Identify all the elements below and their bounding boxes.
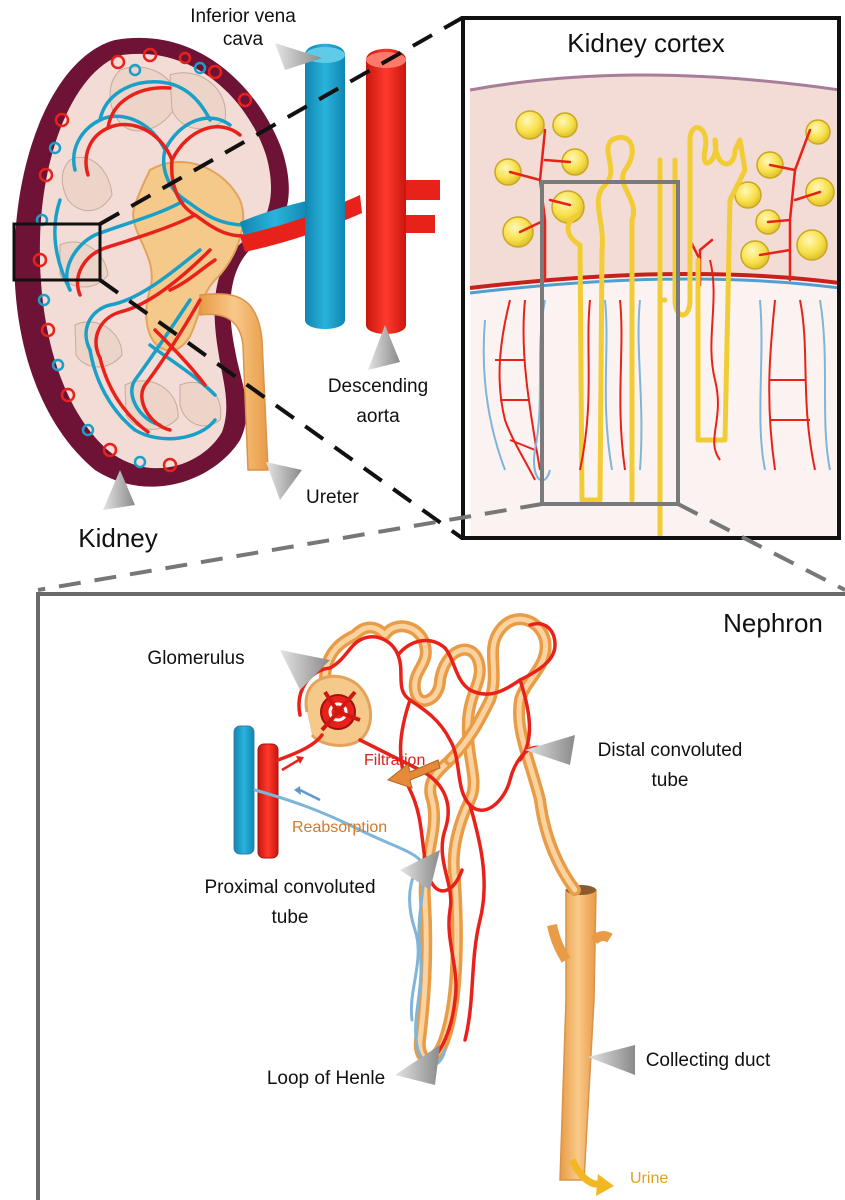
ureter-pointer-icon [266, 462, 302, 500]
label-inferior-vena-cava-1: Inferior vena [190, 6, 296, 27]
label-descending-aorta-2: aorta [356, 406, 400, 427]
label-proximal-2: tube [272, 907, 309, 928]
kidney-cortex-panel [463, 18, 840, 540]
label-ureter: Ureter [306, 487, 359, 508]
label-filtration: Filtration [364, 752, 425, 769]
nephron-panel [38, 594, 845, 1200]
inferior-vena-cava [305, 44, 345, 329]
label-glomerulus: Glomerulus [147, 648, 244, 669]
label-descending-aorta-1: Descending [328, 376, 428, 397]
label-urine: Urine [630, 1170, 668, 1187]
vein-vessel [234, 726, 254, 854]
label-reabsorption: Reabsorption [292, 819, 387, 836]
label-distal-2: tube [652, 770, 689, 791]
artery-vessel [258, 744, 278, 858]
label-inferior-vena-cava-2: cava [223, 29, 264, 50]
label-loop-of-henle: Loop of Henle [267, 1068, 385, 1089]
label-distal-1: Distal convoluted [598, 740, 743, 761]
great-vessels [305, 44, 440, 334]
bowmans-capsule [306, 676, 371, 745]
label-proximal-1: Proximal convoluted [204, 877, 375, 898]
descending-aorta [366, 49, 406, 334]
medulla-layer [470, 276, 840, 540]
label-kidney: Kidney [78, 523, 158, 553]
label-collecting-duct: Collecting duct [646, 1050, 771, 1071]
kidney-cortex-title: Kidney cortex [567, 28, 725, 58]
nephron-title: Nephron [723, 608, 823, 638]
